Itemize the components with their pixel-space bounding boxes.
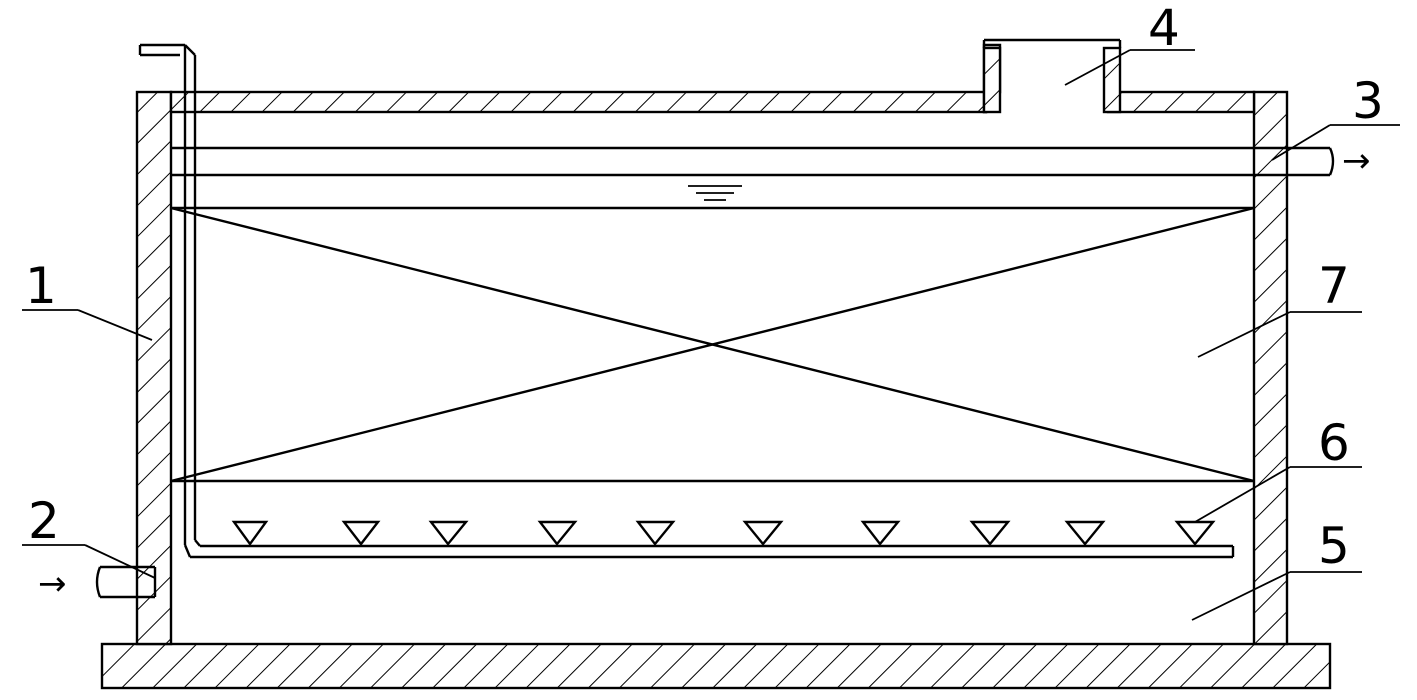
label-4: 4 bbox=[1148, 0, 1180, 57]
tank-top-cover-right bbox=[1106, 90, 1256, 114]
nozzle bbox=[231, 520, 269, 547]
air-supply-pipe bbox=[138, 43, 1235, 644]
leader-lines bbox=[22, 49, 1400, 621]
label-1: 1 bbox=[25, 257, 57, 315]
water-level bbox=[171, 146, 1254, 201]
packing-region bbox=[170, 206, 1255, 483]
outlet-arrow: → bbox=[1342, 141, 1371, 181]
nozzle bbox=[635, 520, 676, 546]
nozzle bbox=[537, 520, 578, 546]
label-5: 5 bbox=[1318, 517, 1350, 575]
nozzle bbox=[428, 520, 469, 546]
nozzle bbox=[969, 520, 1011, 546]
tank-right-wall bbox=[1252, 90, 1289, 646]
aerator-nozzles bbox=[231, 520, 1216, 547]
gas-outlet bbox=[982, 38, 1122, 114]
tank-shell bbox=[100, 90, 1332, 690]
label-2: 2 bbox=[28, 492, 60, 550]
inlet-arrow: → bbox=[38, 564, 67, 604]
label-6: 6 bbox=[1318, 414, 1350, 472]
inlet-pipe bbox=[95, 565, 157, 599]
tank-base bbox=[100, 642, 1332, 690]
tank-left-wall bbox=[135, 90, 173, 646]
label-7: 7 bbox=[1318, 257, 1350, 315]
tank-top-cover-left bbox=[169, 90, 988, 114]
nozzle bbox=[1064, 520, 1106, 546]
nozzle bbox=[860, 520, 901, 546]
nozzle bbox=[341, 520, 381, 546]
nozzle bbox=[742, 520, 784, 546]
label-3: 3 bbox=[1352, 72, 1384, 130]
nozzle bbox=[1174, 520, 1216, 546]
